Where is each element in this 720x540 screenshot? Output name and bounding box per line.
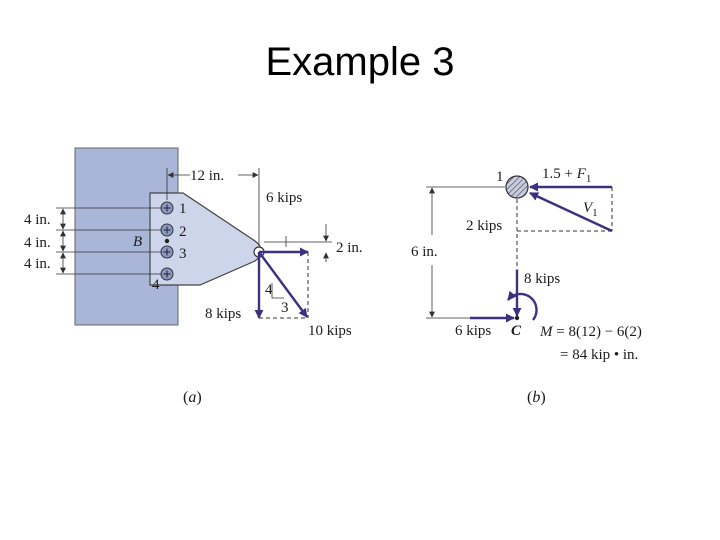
figure-b: 1 1.5 + F1 V1 2 kips 6 in. 8 kips 6 kips… — [411, 166, 642, 406]
force-f1-label: 1.5 + F1 — [542, 166, 591, 185]
slope-3-label: 3 — [281, 300, 289, 316]
force-10kips-label: 10 kips — [308, 323, 352, 339]
caption-a: (a) — [183, 389, 202, 406]
force-10kips-arrow — [258, 251, 308, 318]
dim-6in-label: 6 in. — [411, 244, 438, 260]
dim-4in-label-2: 4 in. — [24, 235, 51, 251]
bolt-spacing-dimensions — [56, 207, 162, 275]
dim-12in-label: 12 in. — [190, 168, 224, 184]
force-8kips-label: 8 kips — [205, 306, 241, 322]
bolt-1-label-b: 1 — [496, 169, 504, 185]
force-2kips-label: 2 kips — [466, 218, 502, 234]
moment-equation: M = 8(12) − 6(2) — [539, 324, 642, 340]
bolt-1-label: 1 — [179, 201, 187, 217]
force-6kips-label: 6 kips — [266, 190, 302, 206]
point-c-dot — [514, 315, 520, 321]
bolt-4-label: 4 — [152, 277, 160, 293]
slope-4-label: 4 — [265, 282, 273, 298]
bolt-4 — [160, 267, 174, 281]
component-dashes — [259, 252, 309, 319]
bolt-3-label: 3 — [179, 246, 187, 262]
dim-6in-lines — [426, 186, 505, 319]
slope-triangle — [271, 283, 284, 299]
bolt-3 — [160, 245, 174, 259]
force-v1-label: V1 — [583, 200, 598, 219]
moment-arc — [507, 290, 538, 321]
dim-2in-label: 2 in. — [336, 240, 363, 256]
bolt-2-label: 2 — [179, 224, 187, 240]
dim-4in-label-3: 4 in. — [24, 256, 51, 272]
caption-b: (b) — [527, 389, 546, 406]
force-v1-arrow — [529, 191, 613, 233]
point-c-label: C — [511, 323, 522, 339]
bolt-1-section — [505, 175, 529, 199]
force-8kips-label-b: 8 kips — [524, 271, 560, 287]
figure-a: 12 in. 4 in. 4 in. 4 in. B 1 2 3 4 6 kip… — [24, 147, 363, 406]
dim-12in-lines — [166, 168, 260, 246]
bolt-1 — [160, 201, 174, 215]
centroid-b-dot — [164, 238, 170, 244]
dim-4in-label-1: 4 in. — [24, 212, 51, 228]
force-6kips-label-b: 6 kips — [455, 323, 491, 339]
point-b-label: B — [133, 234, 142, 250]
moment-result: = 84 kip • in. — [560, 347, 638, 363]
slide-title: Example 3 — [265, 40, 455, 84]
dim-2in-lines — [264, 224, 332, 262]
bolt-2 — [160, 223, 174, 237]
